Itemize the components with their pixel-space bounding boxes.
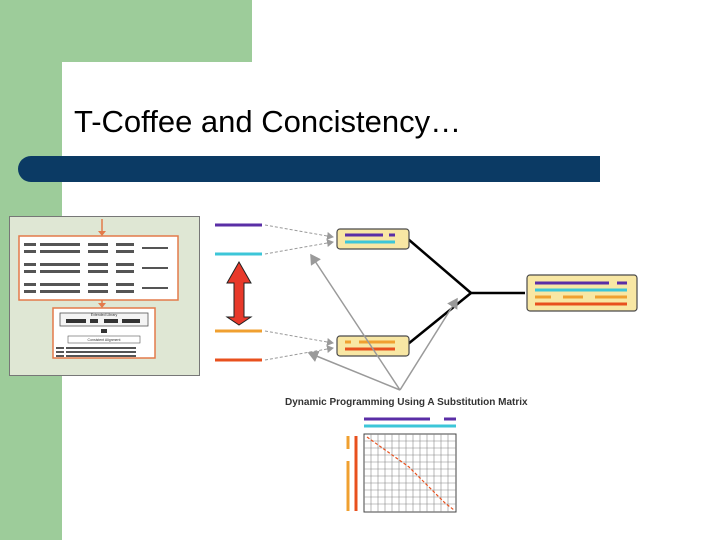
alignment-rows [56, 347, 136, 357]
seq-to-box-arrow-1 [264, 224, 334, 240]
seq-to-box-arrow-2 [264, 239, 334, 255]
t-coffee-workflow-thumbnail: Extended Library Consistent Alignment [9, 216, 200, 376]
slide-title: T-Coffee and Concistency… [74, 104, 462, 139]
pairwise-alignment-box-1 [336, 228, 410, 250]
down-arrow-top-head [98, 231, 106, 236]
thumbnail-graphic: Extended Library Consistent Alignment [18, 219, 179, 359]
tree-branch-lower [407, 292, 472, 345]
dp-matrix [346, 417, 457, 513]
matrix-alignment-path [366, 436, 455, 511]
dp-arrow-3 [399, 297, 458, 391]
progressive-alignment-diagram: Dynamic Programming Using A Substitution… [215, 223, 638, 513]
library-text-rows [24, 243, 168, 293]
multiple-alignment-box [526, 274, 638, 312]
algorithm-marker [101, 329, 107, 333]
seq-to-box-arrow-4 [264, 345, 334, 361]
dp-arrow-1 [310, 253, 401, 391]
comparison-double-arrow [225, 260, 253, 326]
dp-caption: Dynamic Programming Using A Substitution… [285, 397, 528, 408]
title-underline-bar [18, 156, 600, 182]
matrix-grid-lines [364, 434, 456, 512]
seq-to-box-arrow-3 [264, 330, 334, 346]
down-arrow-mid-head [98, 303, 106, 308]
tree-branch-upper [407, 238, 472, 294]
extended-library-label: Extended Library [91, 313, 118, 317]
consistent-alignment-box [67, 335, 141, 344]
pairwise-alignment-box-2 [336, 335, 410, 357]
dp-arrow-2 [307, 350, 401, 391]
consistent-alignment-label: Consistent Alignment [88, 338, 121, 342]
